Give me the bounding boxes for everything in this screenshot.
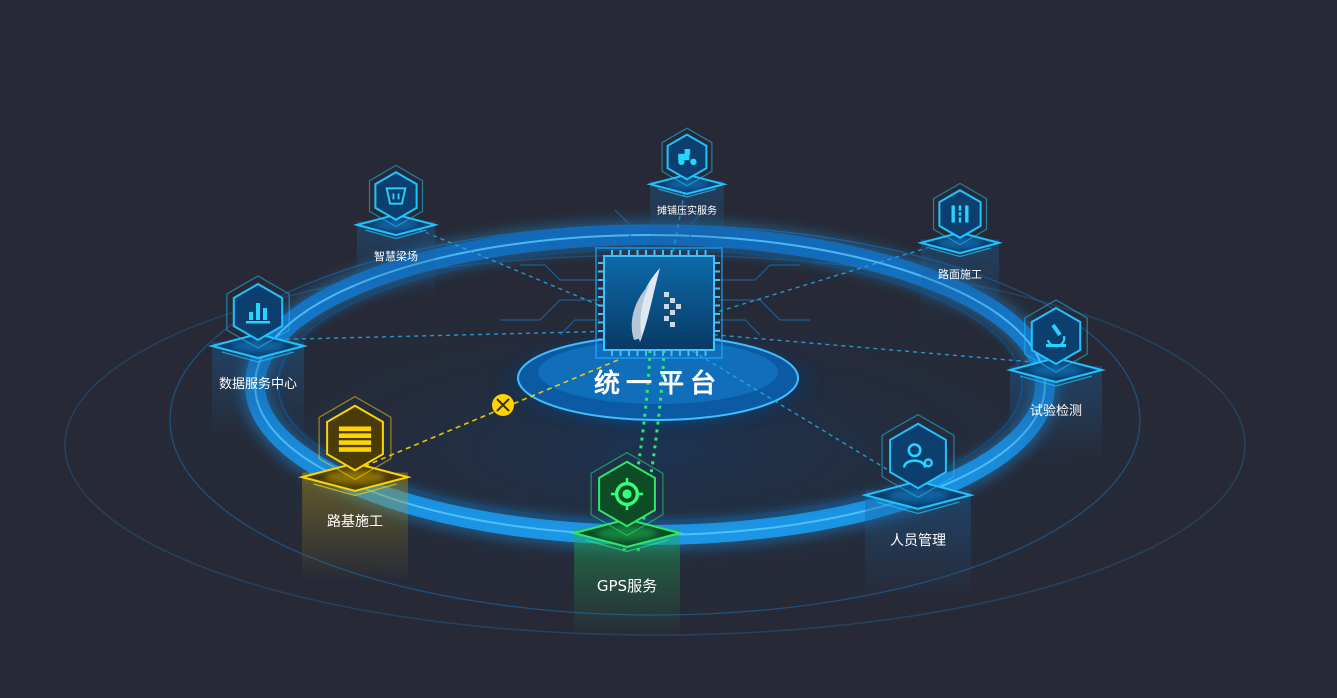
bar-chart-icon bbox=[246, 303, 270, 324]
node-hex-outer bbox=[881, 413, 955, 499]
module-label: GPS服务 bbox=[597, 577, 657, 595]
beam-bucket-icon bbox=[385, 187, 407, 205]
module-node-personnel[interactable]: 人员管理 bbox=[861, 413, 975, 600]
target-icon bbox=[610, 477, 644, 511]
link-line bbox=[657, 329, 919, 489]
module-node-beam-yard[interactable]: 智慧梁场 bbox=[352, 164, 440, 303]
center-chip[interactable]: 统一平台 bbox=[594, 247, 723, 399]
road-lanes-icon bbox=[951, 205, 969, 223]
module-label: 数据服务中心 bbox=[219, 376, 297, 392]
feather-logo-icon bbox=[631, 268, 681, 342]
module-label: 试验检测 bbox=[1030, 403, 1082, 419]
node-hex bbox=[374, 171, 418, 221]
module-node-data-center[interactable]: 数据服务中心 bbox=[208, 275, 308, 437]
module-node-paving[interactable]: 摊铺压实服务 bbox=[646, 127, 728, 257]
node-hex-outer bbox=[226, 275, 290, 349]
node-hex-outer bbox=[1024, 299, 1088, 373]
node-hex-outer bbox=[661, 127, 713, 187]
user-gear-icon bbox=[902, 443, 933, 468]
node-hex-outer bbox=[590, 451, 664, 537]
node-hex bbox=[1030, 306, 1082, 366]
node-hex bbox=[326, 404, 384, 472]
module-label: 人员管理 bbox=[890, 533, 946, 549]
broken-link-icon bbox=[492, 394, 514, 416]
node-hex-outer bbox=[318, 395, 392, 481]
module-node-testing[interactable]: 试验检测 bbox=[1006, 299, 1106, 461]
module-node-pavement[interactable]: 路面施工 bbox=[916, 182, 1004, 321]
module-label: 路基施工 bbox=[327, 513, 383, 530]
link-line bbox=[257, 329, 659, 341]
module-node-gps[interactable]: GPS服务 bbox=[570, 451, 684, 638]
microscope-icon bbox=[1046, 323, 1066, 348]
module-label: 摊铺压实服务 bbox=[657, 204, 717, 217]
center-title: 统一平台 bbox=[594, 368, 722, 399]
node-hex-outer bbox=[932, 182, 988, 246]
module-node-subgrade[interactable]: 路基施工 bbox=[298, 395, 412, 582]
module-label: 路面施工 bbox=[938, 268, 982, 281]
roller-truck-icon bbox=[678, 149, 697, 165]
link-line bbox=[354, 359, 619, 471]
link-line bbox=[657, 329, 1057, 365]
stacked-layers-icon bbox=[338, 426, 372, 452]
module-label: 智慧梁场 bbox=[374, 249, 418, 263]
node-hex-outer bbox=[368, 164, 424, 228]
